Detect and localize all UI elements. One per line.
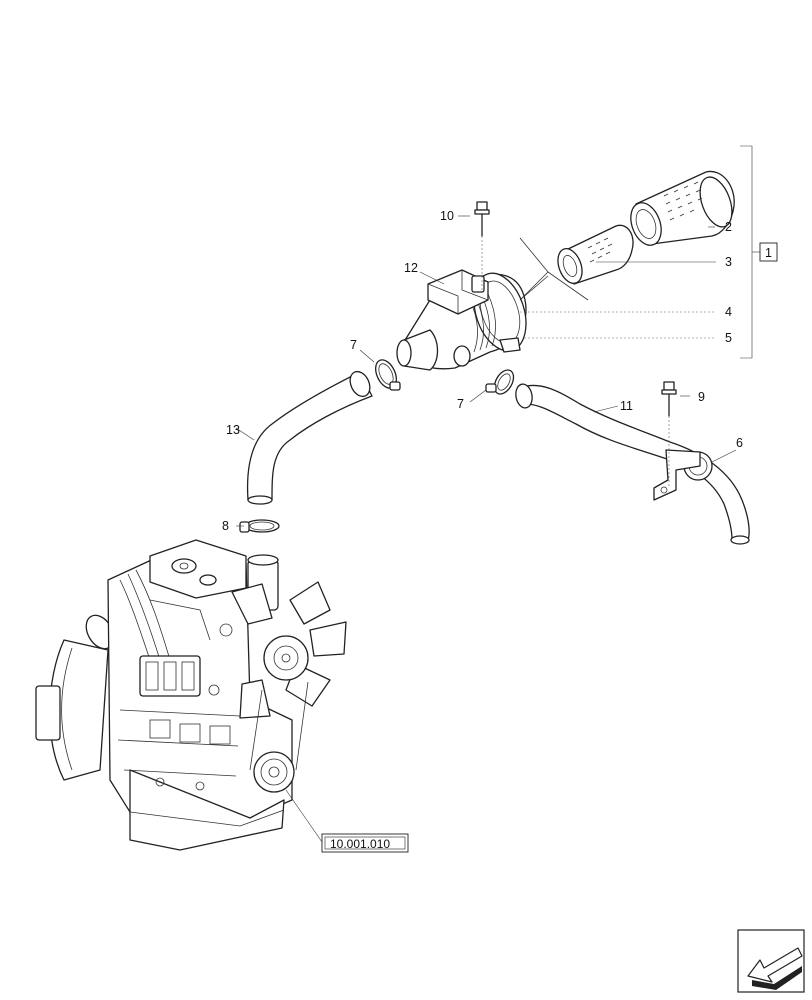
bracket-6 [653, 449, 713, 501]
engine [35, 539, 347, 851]
callout-7-right: 7 [457, 397, 464, 411]
clamp-8 [239, 519, 280, 533]
callout-4: 4 [725, 305, 732, 319]
clamp-7-left [375, 359, 401, 391]
callout-3: 3 [725, 255, 732, 269]
outer-filter-element [630, 170, 735, 246]
hose-13 [246, 370, 373, 505]
fan [231, 581, 347, 719]
leader-lines [235, 145, 760, 843]
callout-12: 12 [404, 261, 418, 275]
callout-2: 2 [725, 220, 732, 234]
arrow-back-icon[interactable] [737, 929, 805, 993]
inner-filter-element [557, 224, 634, 285]
clamp-7-right [485, 369, 515, 395]
callout-9: 9 [698, 390, 705, 404]
hose-11 [515, 383, 750, 545]
callout-1-box: 1 [759, 242, 778, 262]
air-filter-housing [396, 269, 527, 371]
callout-8: 8 [222, 519, 229, 533]
callout-5: 5 [725, 331, 732, 345]
bolt-9 [661, 381, 677, 486]
callout-11: 11 [620, 399, 633, 413]
reference-label: 10.001.010 [330, 837, 390, 851]
callout-13: 13 [226, 423, 240, 437]
callout-1: 1 [765, 246, 772, 260]
callout-7-left: 7 [350, 338, 357, 352]
callout-10: 10 [440, 209, 454, 223]
reference-box[interactable]: 10.001.010 [321, 833, 409, 853]
bolt-10 [474, 201, 490, 290]
callout-6: 6 [736, 436, 743, 450]
